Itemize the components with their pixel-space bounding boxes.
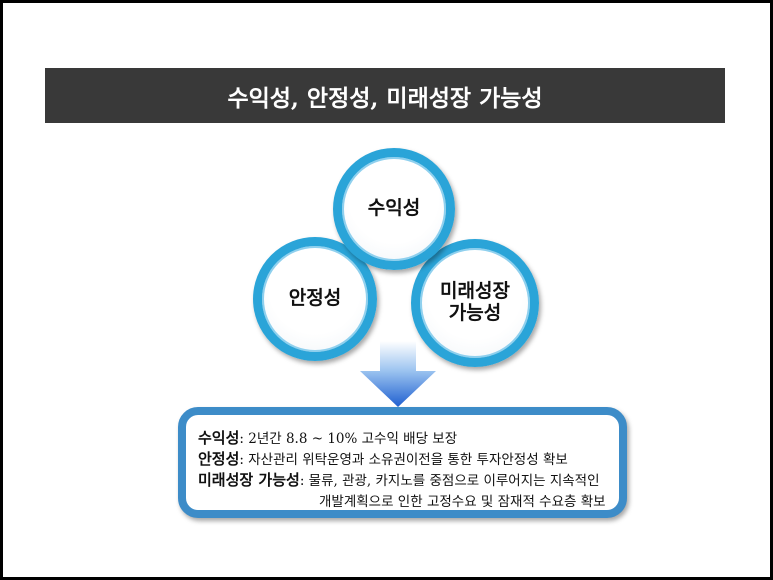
details-box: 수익성: 2년간 8.8 ~ 10% 고수익 배당 보장 안정성: 자산관리 위… (178, 407, 627, 518)
detail-text: 개발계획으로 인한 고정수요 및 잠재적 수요층 확보 (319, 494, 606, 510)
detail-line: 개발계획으로 인한 고정수요 및 잠재적 수요층 확보 (198, 490, 609, 511)
down-arrow-icon (360, 341, 436, 407)
detail-line: 안정성: 자산관리 위탁운영과 소유권이전을 통한 투자안정성 확보 (198, 448, 609, 469)
circle-label: 가능성 (448, 302, 502, 324)
circle-profitability: 수익성 (333, 148, 455, 270)
detail-text: : 2년간 8.8 ~ 10% 고수익 배당 보장 (239, 431, 458, 447)
title-text: 수익성, 안정성, 미래성장 가능성 (227, 84, 543, 112)
detail-text: : 자산관리 위탁운영과 소유권이전을 통한 투자안정성 확보 (239, 452, 568, 468)
detail-label: 미래성장 가능성 (198, 471, 300, 489)
circle-label: 수익성 (367, 197, 421, 220)
circle-label: 안정성 (288, 287, 342, 310)
detail-text: : 물류, 관광, 카지노를 중점으로 이루어지는 지속적인 (299, 473, 600, 489)
detail-line: 미래성장 가능성: 물류, 관광, 카지노를 중점으로 이루어지는 지속적인 (198, 469, 609, 490)
slide-title: 수익성, 안정성, 미래성장 가능성 (45, 68, 725, 123)
detail-line: 수익성: 2년간 8.8 ~ 10% 고수익 배당 보장 (198, 427, 609, 448)
detail-label: 안정성 (198, 450, 240, 468)
circle-label: 미래성장 (440, 280, 510, 303)
detail-label: 수익성 (198, 429, 240, 447)
